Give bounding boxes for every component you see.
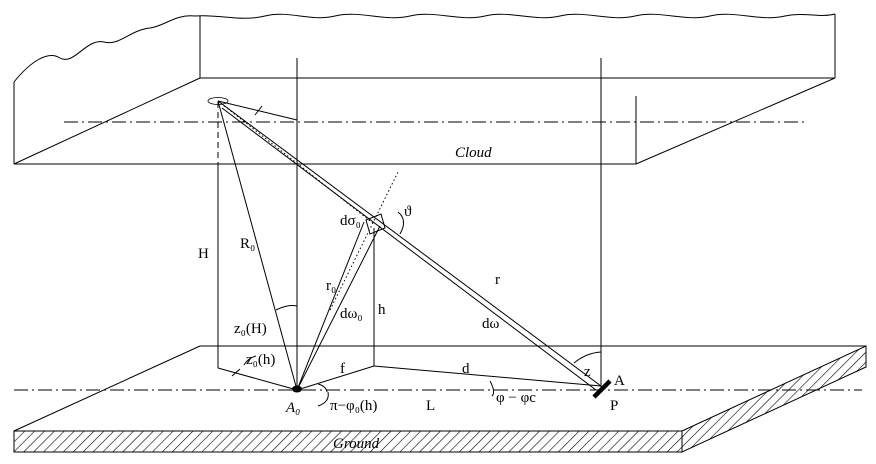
line-r-upper [217, 100, 602, 387]
angle-arc-z [573, 351, 602, 364]
line-f [296, 365, 375, 391]
line-r0-left [296, 221, 365, 391]
angle-arc-phi [489, 380, 495, 397]
label-phi-phic: φ − φc [496, 390, 536, 406]
label-P: P [610, 398, 618, 414]
label-A0: A₀ [285, 400, 300, 416]
ground-hatched-side [681, 345, 867, 453]
cloud-slab [13, 13, 836, 165]
angle-arc-pi-phi [317, 391, 329, 407]
angle-arc-z0h [243, 355, 257, 366]
ground-slab [13, 345, 867, 453]
cloud-element-to-axis-line [217, 100, 298, 121]
label-d: d [462, 361, 470, 377]
receiver-A-marker [592, 379, 612, 399]
label-dw: dω [482, 316, 500, 332]
line-d [373, 365, 602, 387]
line-R0 [217, 100, 298, 391]
dotted-line-to-element [217, 100, 375, 225]
ground-proj-tick [231, 368, 241, 377]
point-A0-dot [292, 385, 302, 393]
angle-arc-f [317, 383, 328, 393]
scattering-element-ellipse [207, 97, 229, 105]
label-r0: r₀ [326, 278, 336, 294]
line-r-lower [221, 107, 597, 391]
ground-label: Ground [333, 436, 380, 452]
label-R0: R₀ [240, 236, 255, 252]
label-H: H [198, 246, 209, 262]
label-A: A [614, 373, 625, 389]
label-dsigma0: dσ₀ [340, 213, 361, 229]
line-r0-right [296, 225, 381, 391]
element-dsigma-square [365, 213, 386, 235]
cloud-element-tick [254, 105, 263, 116]
ground-left-edge [13, 345, 201, 432]
label-h: h [378, 302, 386, 318]
label-theta: ϑ [404, 204, 412, 220]
cloud-label: Cloud [455, 145, 492, 161]
cloud-right-depth-edge [635, 77, 836, 165]
cloud-left-depth-edge [13, 77, 201, 165]
label-r: r [495, 272, 500, 288]
angle-arc-theta [397, 211, 404, 235]
angle-arc-zH [275, 305, 298, 311]
label-L: L [426, 398, 435, 414]
label-z0h: z₀(h) [246, 352, 275, 368]
label-dw0: dω₀ [340, 306, 363, 322]
cloud-top-wavy-edge [13, 13, 836, 83]
dotted-extension-line [329, 171, 399, 311]
label-f: f [340, 361, 345, 377]
label-z: z [584, 364, 591, 380]
label-pi-phi0h: π−φ₀(h) [330, 398, 377, 414]
ground-proj-left [217, 367, 298, 391]
label-z0H: z₀(H) [234, 321, 267, 337]
